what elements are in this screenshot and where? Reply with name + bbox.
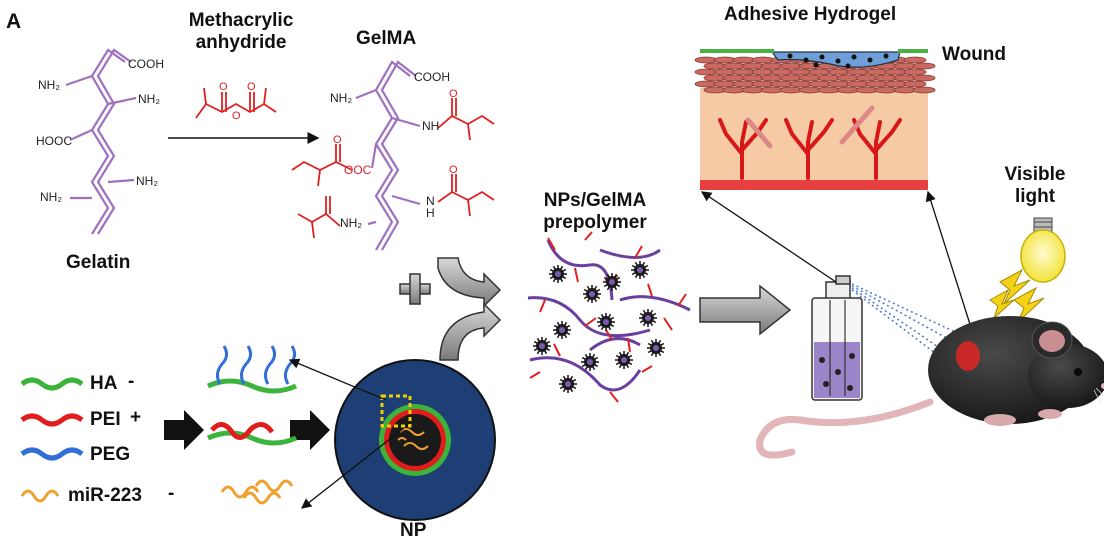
skin-wound-panel [694, 49, 936, 190]
mouse-illustration [756, 316, 1104, 459]
pointer-arrow-right [925, 190, 976, 341]
prepolymer-label-line1: NPs/GelMA [543, 190, 647, 211]
spiky-nanoparticle [553, 321, 571, 339]
gelma-title: GelMA [356, 28, 417, 49]
panel-label: A [6, 10, 22, 33]
np-arrow-up [288, 358, 387, 401]
spiky-nanoparticle [603, 273, 621, 291]
spiky-nanoparticle [615, 351, 633, 369]
spiky-nanoparticle [559, 375, 577, 393]
spiky-nanoparticle [581, 353, 599, 371]
reagent-title-line1: Methacrylic [188, 10, 294, 31]
plus-icon [399, 273, 431, 305]
legend-ha-label: HA [90, 373, 118, 394]
prepolymer-label-line2: prepolymer [543, 212, 647, 233]
spiky-nanoparticle [647, 339, 665, 357]
gelma-nh2-c: NH₂ [340, 216, 362, 230]
np-arrow-down [300, 427, 405, 509]
gelatin-nh2-d: NH₂ [40, 190, 62, 204]
black-arrow-2 [290, 410, 330, 450]
gelma-o-3: O [333, 134, 342, 146]
curved-arrow-down-icon [437, 257, 502, 308]
gelatin-nh2-a: NH₂ [38, 78, 60, 92]
spiky-nanoparticle [631, 261, 649, 279]
mirna-strand [20, 489, 60, 503]
gelatin-title: Gelatin [66, 252, 131, 273]
visible-light-line2: light [1014, 186, 1056, 207]
right-arrow-icon [699, 284, 792, 336]
np-label: NP [400, 520, 427, 541]
legend-ha-charge: - [128, 371, 135, 392]
spiky-nanoparticle [583, 285, 601, 303]
legend [20, 377, 84, 503]
reagent-title-line2: anhydride [195, 32, 287, 53]
gelma-nh2-a: NH₂ [330, 91, 352, 105]
pei-strand [20, 413, 84, 427]
ha-strand [20, 377, 84, 391]
spiky-nanoparticle [639, 309, 657, 327]
svg-text:O: O [219, 81, 228, 93]
nanoparticle [334, 359, 496, 521]
legend-pei-charge: + [130, 407, 142, 428]
svg-text:O: O [232, 110, 241, 122]
visible-light-line1: Visible [1004, 164, 1066, 185]
gelatin-hooc: HOOC [36, 134, 72, 148]
wound-label: Wound [942, 44, 1007, 65]
gelma-nh-a: NH [422, 119, 440, 133]
gelma-o-1: O [449, 88, 458, 100]
black-arrow-1 [164, 410, 204, 450]
gelma-o-2: O [449, 164, 458, 176]
gelma-n: N [426, 194, 435, 208]
peg-strand [20, 447, 84, 461]
spiky-nanoparticle [597, 313, 615, 331]
gelatin-nh2-b: NH₂ [138, 92, 160, 106]
legend-peg-label: PEG [90, 444, 131, 465]
polymer-assembly [206, 345, 298, 505]
light-bulb-icon [1020, 217, 1066, 283]
spray-bottle [811, 275, 863, 401]
curved-arrow-up-icon [439, 302, 502, 361]
legend-pei-label: PEI [90, 409, 121, 430]
legend-mirna-charge: - [168, 483, 175, 504]
gelatin-cooh: COOH [128, 57, 164, 71]
methacrylic-anhydride-structure [195, 87, 277, 119]
spiky-nanoparticle [549, 265, 567, 283]
legend-mirna-label: miR-223 [68, 485, 142, 506]
gelma-structure [291, 60, 495, 251]
prepolymer-nanoparticles [533, 261, 665, 393]
spiky-nanoparticle [533, 337, 551, 355]
lightning-icon [989, 268, 1045, 323]
pointer-arrow-left [700, 191, 837, 283]
gelma-cooh: COOH [414, 70, 450, 84]
gelma-h: H [426, 206, 435, 220]
gelatin-nh2-c: NH₂ [136, 174, 158, 188]
gelma-ooc: OOC [344, 163, 372, 177]
gelatin-structure [65, 48, 137, 235]
svg-text:O: O [247, 81, 256, 93]
hydrogel-title: Adhesive Hydrogel [724, 4, 897, 25]
